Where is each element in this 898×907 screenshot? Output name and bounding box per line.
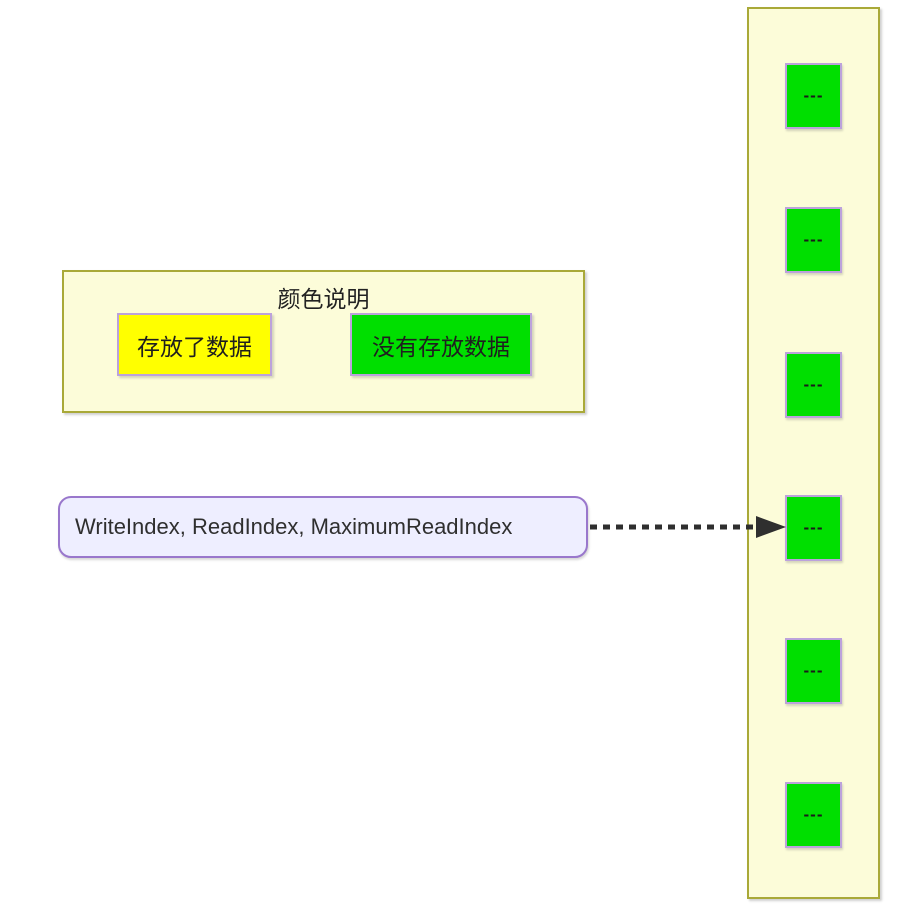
queue-cell: --- [785, 782, 842, 848]
queue-cell: --- [785, 207, 842, 273]
queue-cell: --- [785, 63, 842, 129]
arrowhead-icon [756, 516, 786, 538]
queue-cell-pointed: --- [785, 495, 842, 561]
queue-cell: --- [785, 352, 842, 418]
legend-title: 颜色说明 [277, 286, 370, 312]
queue-array-column: --- --- --- --- --- --- [747, 7, 880, 899]
queue-cell: --- [785, 638, 842, 704]
legend-swatch-no-data: 没有存放数据 [350, 313, 532, 376]
legend-box: 颜色说明 存放了数据 没有存放数据 [62, 270, 585, 413]
dotted-arrow [590, 516, 786, 538]
legend-swatch-stored-data: 存放了数据 [117, 313, 272, 376]
index-pointer-label: WriteIndex, ReadIndex, MaximumReadIndex [58, 496, 588, 558]
